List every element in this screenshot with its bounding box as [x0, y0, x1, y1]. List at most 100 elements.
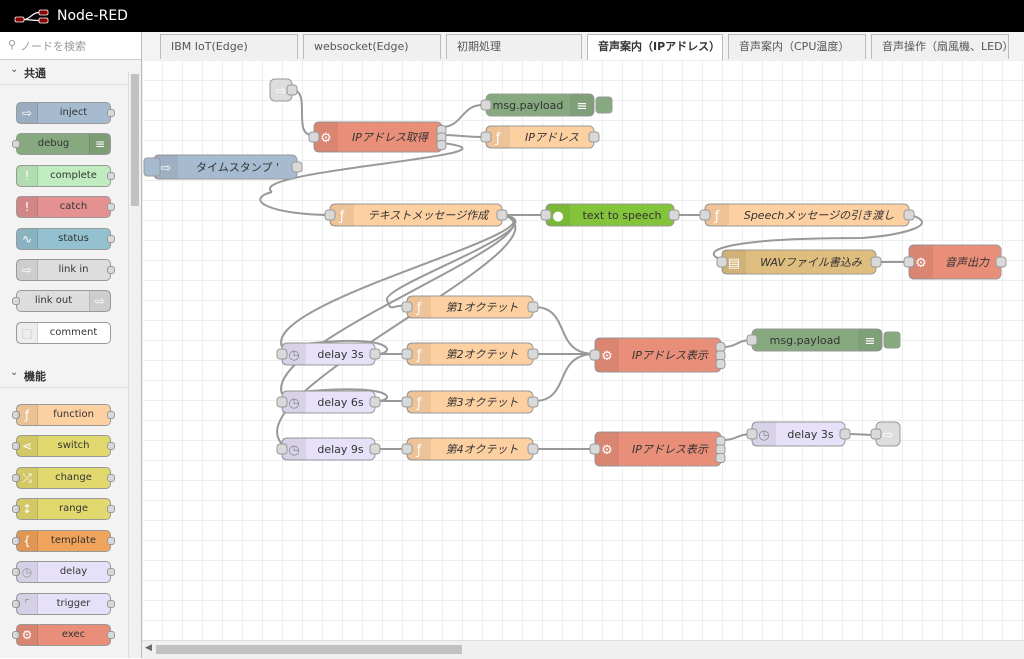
input-port[interactable]: [12, 568, 20, 576]
input-port[interactable]: [480, 99, 492, 111]
wire[interactable]: [533, 353, 596, 402]
palette-node-function[interactable]: ƒ function: [12, 404, 115, 426]
output-port[interactable]: [107, 266, 115, 274]
output-port[interactable]: [715, 436, 726, 446]
output-port[interactable]: [369, 443, 381, 455]
input-port[interactable]: [716, 256, 728, 268]
input-port[interactable]: [276, 443, 288, 455]
input-port[interactable]: [12, 140, 20, 148]
palette-node-trigger[interactable]: ⌜ trigger: [12, 593, 115, 615]
output-port[interactable]: [995, 256, 1007, 268]
output-port[interactable]: [715, 453, 726, 463]
palette-node-change[interactable]: ⤮ change: [12, 467, 115, 489]
debug-toggle-button[interactable]: [883, 331, 901, 349]
input-port[interactable]: [12, 600, 20, 608]
output-port[interactable]: [107, 537, 115, 545]
flow-node-ts[interactable]: ⇨タイムスタンプ ': [143, 154, 303, 180]
palette-node-debug[interactable]: debug ≡: [12, 133, 111, 155]
palette-node-switch[interactable]: ⋖ switch: [12, 435, 115, 457]
input-port[interactable]: [401, 301, 413, 313]
tab-voice-cpu[interactable]: 音声案内（CPU温度）: [728, 34, 866, 59]
inject-trigger-button[interactable]: [143, 157, 161, 177]
input-port[interactable]: [540, 209, 552, 221]
input-port[interactable]: [12, 474, 20, 482]
palette-search[interactable]: ⚲ ノードを検索: [0, 32, 141, 60]
output-port[interactable]: [588, 131, 600, 143]
output-port[interactable]: [715, 444, 726, 455]
flow-node-ipshow2[interactable]: ⚙IPアドレス表示: [589, 431, 726, 467]
scrollbar-thumb[interactable]: [131, 74, 139, 206]
scroll-left-icon[interactable]: ◀: [145, 643, 152, 653]
output-port[interactable]: [715, 350, 726, 361]
output-port[interactable]: [107, 474, 115, 482]
palette-node-link-out[interactable]: link out ⇨: [12, 290, 111, 312]
output-port[interactable]: [527, 301, 539, 313]
output-port[interactable]: [870, 256, 882, 268]
wire[interactable]: [280, 214, 515, 348]
flow-node-d9[interactable]: ◷delay 9s: [276, 437, 381, 461]
workspace-scrollbar[interactable]: ◀: [142, 640, 1024, 659]
input-port[interactable]: [903, 256, 915, 268]
wire[interactable]: [441, 134, 483, 138]
input-port[interactable]: [589, 443, 601, 455]
input-port[interactable]: [589, 349, 601, 361]
flow-node-audio[interactable]: ⚙音声出力: [903, 244, 1007, 280]
output-port[interactable]: [369, 396, 381, 408]
input-port[interactable]: [401, 348, 413, 360]
output-port[interactable]: [107, 411, 115, 419]
input-port[interactable]: [870, 428, 882, 440]
palette-node-delay[interactable]: ◷ delay: [12, 561, 115, 583]
scrollbar-thumb[interactable]: [156, 645, 462, 654]
output-port[interactable]: [668, 209, 680, 221]
flow-node-d6[interactable]: ◷delay 6s: [276, 390, 381, 414]
output-port[interactable]: [107, 600, 115, 608]
output-port[interactable]: [107, 203, 115, 211]
input-port[interactable]: [308, 131, 320, 143]
input-port[interactable]: [480, 131, 492, 143]
output-port[interactable]: [527, 348, 539, 360]
output-port[interactable]: [286, 84, 298, 96]
palette-category-function[interactable]: ⌄ 機能: [0, 363, 128, 388]
output-port[interactable]: [527, 396, 539, 408]
wire[interactable]: [291, 89, 313, 136]
debug-toggle-button[interactable]: [595, 96, 613, 114]
flow-node-tts[interactable]: ●text to speech: [540, 203, 680, 227]
output-port[interactable]: [107, 172, 115, 180]
wire[interactable]: [441, 104, 483, 128]
flow-node-dbg1[interactable]: ≡msg.payload: [480, 93, 613, 117]
tab-websocket[interactable]: websocket(Edge): [303, 34, 441, 59]
palette-search-input[interactable]: ノードを検索: [20, 40, 86, 53]
input-port[interactable]: [324, 209, 336, 221]
input-port[interactable]: [12, 442, 20, 450]
palette-node-exec[interactable]: ⚙ exec: [12, 624, 115, 646]
output-port[interactable]: [291, 161, 303, 173]
input-port[interactable]: [12, 537, 20, 545]
input-port[interactable]: [699, 209, 711, 221]
palette-scrollbar[interactable]: [128, 72, 141, 658]
input-port[interactable]: [12, 297, 20, 305]
flow-node-d3b[interactable]: ◷delay 3s: [746, 421, 851, 447]
flow-node-linkin1[interactable]: ⇨: [269, 78, 298, 102]
palette-node-template[interactable]: { template: [12, 530, 115, 552]
wire[interactable]: [268, 142, 464, 193]
input-port[interactable]: [12, 631, 20, 639]
output-port[interactable]: [107, 235, 115, 243]
flow-node-ipshow1[interactable]: ⚙IPアドレス表示: [589, 337, 726, 373]
output-port[interactable]: [107, 109, 115, 117]
output-port[interactable]: [715, 342, 726, 352]
input-port[interactable]: [746, 334, 758, 346]
input-port[interactable]: [12, 505, 20, 513]
output-port[interactable]: [107, 442, 115, 450]
input-port[interactable]: [401, 396, 413, 408]
output-port[interactable]: [107, 631, 115, 639]
palette-node-comment[interactable]: □ comment: [16, 322, 111, 344]
palette-node-catch[interactable]: ! catch: [16, 196, 115, 218]
palette-node-range[interactable]: ↕ range: [12, 498, 115, 520]
tab-init[interactable]: 初期処理: [446, 34, 582, 59]
